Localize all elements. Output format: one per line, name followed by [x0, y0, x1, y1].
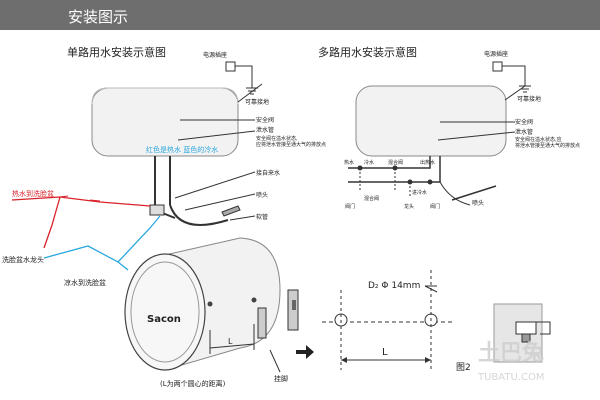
single-socket-icon [225, 61, 236, 72]
single-title: 单路用水安装示意图 [67, 45, 166, 59]
single-hose [169, 204, 229, 226]
heater-perspective: Sacon L (L为两个圆心的距离) [124, 237, 281, 388]
hot-water-line [11, 196, 151, 207]
single-tap-label: 接自来水 [256, 169, 280, 177]
multi-cold-inlet-label: 进冷水 [412, 189, 427, 196]
watermark-logo: 土巴兔 [478, 340, 544, 366]
single-safety-valve-label: 安全阀 [256, 116, 274, 124]
dimension-L-label: L [382, 347, 388, 358]
multi-hot-pipe [348, 156, 431, 169]
watermark-url: TUBATU.COM [477, 372, 544, 383]
hot-to-basin-label: 热水到洗脸盆 [12, 189, 54, 198]
dimension-diameter-label: D₂ Φ 14mm [368, 281, 420, 291]
single-power-label: 电源插座 [203, 51, 227, 59]
multi-cold-water-label: 冷水 [364, 159, 374, 166]
multi-drain-note-2: 将泄水管接至通大气的排放点 [515, 142, 580, 149]
multi-faucet-label: 龙头 [404, 203, 414, 210]
single-drain-label: 泄水管 [256, 126, 274, 134]
multi-drain-note-1: 安全阀在溢水状态,应 [515, 136, 562, 143]
hole-spacing-diagram: L D₂ Φ 14mm 图2 [322, 270, 471, 373]
arrow-right-icon [296, 345, 314, 359]
figure-2-label: 图2 [456, 362, 471, 373]
multi-mix-valve-label: 混合阀 [388, 159, 403, 166]
cold-to-basin-label: 凉水到洗脸盆 [64, 278, 106, 287]
header-bar: 安装图示 [0, 0, 600, 30]
shower-head-icon [221, 205, 241, 217]
multi-title: 多路用水安装示意图 [318, 45, 417, 59]
header-title: 安装图示 [68, 8, 129, 26]
multi-valve-label: 阀门 [345, 203, 355, 210]
multi-socket-icon [492, 61, 503, 72]
multi-ground-label: 可靠接地 [517, 95, 541, 103]
multi-safety-valve-label: 安全阀 [515, 118, 533, 126]
cold-water-line [43, 215, 161, 263]
heater-brand-logo: Sacon [147, 314, 181, 325]
single-hose-label: 软管 [256, 213, 268, 221]
wall-bracket-detail [493, 303, 551, 363]
single-nozzle-label: 喷头 [256, 191, 268, 199]
multi-hot-water-label: 热水 [344, 159, 354, 166]
multi-shower-label: 喷头 [472, 199, 484, 207]
single-ground-wire [235, 65, 253, 88]
single-ground-label: 可靠接地 [245, 98, 269, 106]
single-drain-note-2: 应将泄水管接至通大气的排放点 [256, 141, 326, 148]
multi-drain-label: 泄水管 [515, 128, 533, 136]
multi-tank [355, 85, 507, 157]
multi-hot-outlet-label: 出热水 [420, 159, 435, 166]
multi-valve-2-label: 阀门 [430, 203, 440, 210]
bracket-label: 挂脚 [274, 374, 288, 383]
mounting-bracket-icon: 挂脚 [257, 289, 299, 383]
multi-power-label: 电源插座 [484, 50, 508, 58]
heater-front-face [124, 253, 206, 371]
basin-faucet-label: 洗脸盆水龙头 [2, 255, 44, 264]
red-blue-note: 红色是热水 蓝色的冷水 [146, 145, 218, 154]
single-drain-note-1: 安全阀在溢水状态, [256, 135, 298, 142]
heater-L-label: L [228, 337, 233, 346]
multi-mixing-valve-2-label: 混合阀 [364, 195, 379, 202]
heater-caption: (L为两个圆心的距离) [160, 379, 226, 388]
